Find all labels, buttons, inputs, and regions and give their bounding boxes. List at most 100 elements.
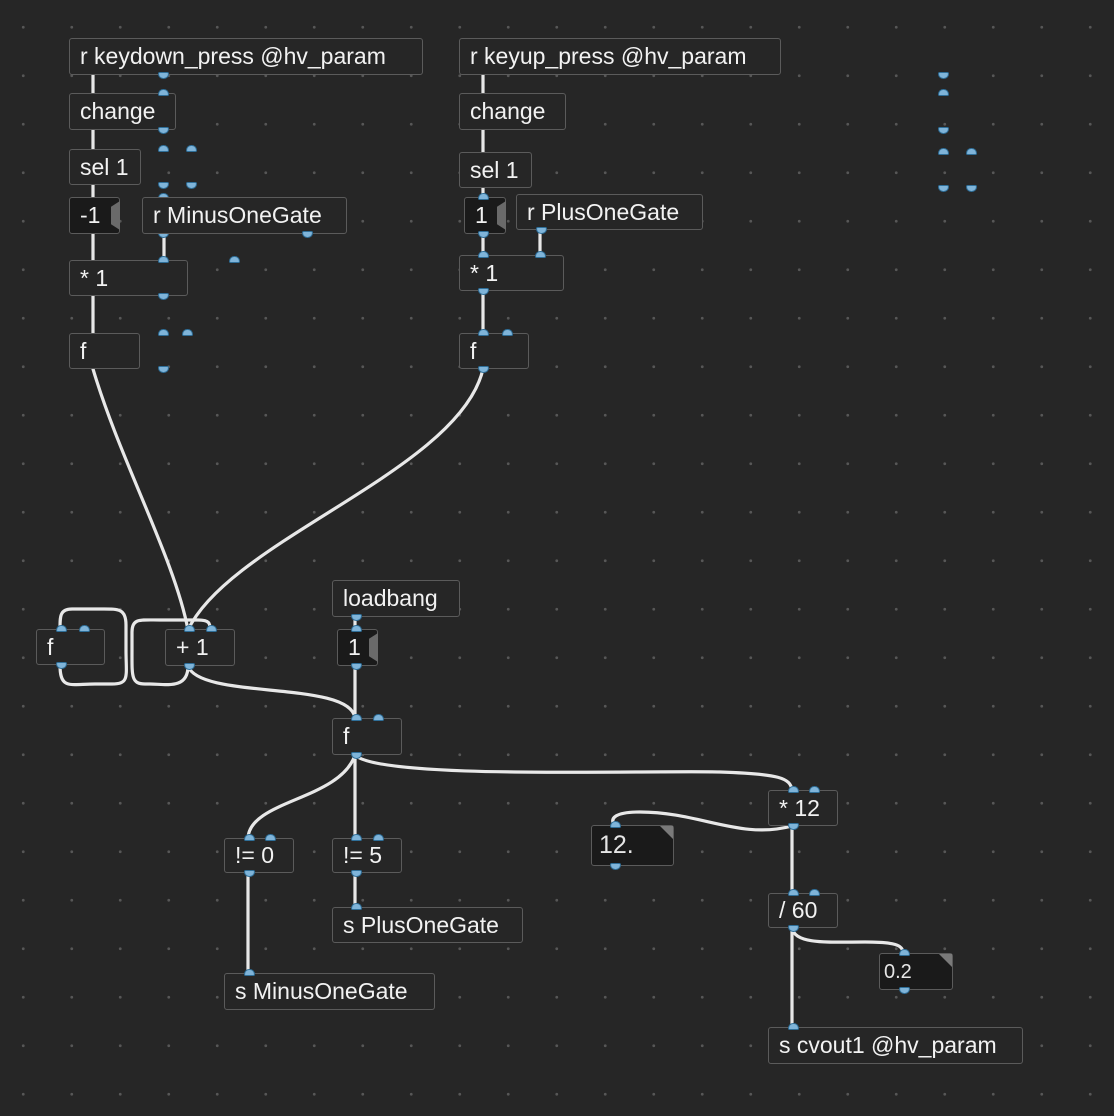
- inlet-port[interactable]: [186, 145, 197, 152]
- inlet-port[interactable]: [182, 329, 193, 336]
- send-plusonegate-object[interactable]: s PlusOneGate: [332, 903, 523, 943]
- outlet-port[interactable]: [351, 614, 362, 621]
- object-label: * 1: [470, 259, 499, 286]
- receive-keydown-object[interactable]: r keydown_press @hv_param: [69, 38, 423, 79]
- inlet-port[interactable]: [351, 714, 362, 721]
- inlet-port[interactable]: [610, 821, 621, 828]
- multiply-object-left[interactable]: * 1: [69, 256, 240, 300]
- send-cvout-object[interactable]: s cvout1 @hv_param: [768, 1023, 1023, 1064]
- object-label: r keydown_press @hv_param: [80, 43, 386, 69]
- inlet-port[interactable]: [265, 834, 276, 841]
- inlet-port[interactable]: [229, 256, 240, 263]
- inlet-port[interactable]: [478, 329, 489, 336]
- outlet-port[interactable]: [158, 182, 169, 189]
- inlet-port[interactable]: [373, 834, 384, 841]
- outlet-port[interactable]: [788, 925, 799, 932]
- outlet-port[interactable]: [899, 987, 910, 994]
- outlet-port[interactable]: [56, 662, 67, 669]
- message-one-right[interactable]: 1: [464, 193, 506, 238]
- outlet-port[interactable]: [186, 182, 197, 189]
- inlet-port[interactable]: [373, 714, 384, 721]
- outlet-port[interactable]: [158, 72, 169, 79]
- divide-sixty-object[interactable]: / 60: [768, 889, 838, 932]
- outlet-port[interactable]: [966, 185, 977, 192]
- outlet-port[interactable]: [158, 366, 169, 373]
- loadbang-object[interactable]: loadbang: [332, 580, 460, 621]
- outlet-port[interactable]: [938, 72, 949, 79]
- number-value: 0.2: [884, 960, 912, 983]
- number-box-output[interactable]: 0.2: [879, 949, 953, 994]
- inlet-port[interactable]: [206, 625, 217, 632]
- outlet-port[interactable]: [478, 366, 489, 373]
- inlet-port[interactable]: [244, 969, 255, 976]
- receive-plusonegate-object[interactable]: r PlusOneGate: [516, 194, 703, 234]
- outlet-port[interactable]: [788, 823, 799, 830]
- outlet-port[interactable]: [244, 870, 255, 877]
- object-label: r keyup_press @hv_param: [470, 43, 747, 69]
- float-accumulator-object[interactable]: f: [36, 625, 105, 669]
- outlet-port[interactable]: [938, 185, 949, 192]
- inlet-port[interactable]: [938, 148, 949, 155]
- outlet-port[interactable]: [302, 231, 313, 238]
- sel-object-right[interactable]: sel 1: [459, 148, 977, 192]
- float-object-left[interactable]: f: [69, 329, 193, 373]
- float-main-object[interactable]: f: [332, 714, 402, 759]
- inlet-port[interactable]: [158, 329, 169, 336]
- send-minusonegate-object[interactable]: s MinusOneGate: [224, 969, 435, 1010]
- object-label: sel 1: [470, 156, 519, 183]
- inlet-port[interactable]: [809, 889, 820, 896]
- change-object-right[interactable]: change: [459, 89, 949, 134]
- inlet-port[interactable]: [158, 89, 169, 96]
- number-box-twelve[interactable]: 12.: [591, 821, 674, 870]
- inlet-port[interactable]: [788, 889, 799, 896]
- float-object-right[interactable]: f: [459, 329, 529, 373]
- inlet-port[interactable]: [966, 148, 977, 155]
- outlet-port[interactable]: [536, 227, 547, 234]
- inlet-port[interactable]: [502, 329, 513, 336]
- receive-keyup-object[interactable]: r keyup_press @hv_param: [459, 38, 949, 79]
- inlet-port[interactable]: [244, 834, 255, 841]
- inlet-port[interactable]: [158, 256, 169, 263]
- outlet-port[interactable]: [184, 663, 195, 670]
- outlet-port[interactable]: [351, 870, 362, 877]
- not-equal-five-object[interactable]: != 5: [332, 834, 402, 877]
- inlet-port[interactable]: [788, 1023, 799, 1030]
- inlet-port[interactable]: [809, 786, 820, 793]
- change-object-left[interactable]: change: [69, 89, 176, 134]
- sel-object-left[interactable]: sel 1: [69, 145, 197, 189]
- inlet-port[interactable]: [478, 193, 489, 200]
- inlet-port[interactable]: [158, 145, 169, 152]
- inlet-port[interactable]: [79, 625, 90, 632]
- outlet-port[interactable]: [351, 663, 362, 670]
- not-equal-zero-object[interactable]: != 0: [224, 834, 294, 877]
- outlet-port[interactable]: [478, 288, 489, 295]
- inlet-port[interactable]: [788, 786, 799, 793]
- message-minus-one[interactable]: -1: [69, 193, 169, 238]
- outlet-port[interactable]: [158, 293, 169, 300]
- outlet-port[interactable]: [610, 863, 621, 870]
- outlet-port[interactable]: [351, 752, 362, 759]
- inlet-port[interactable]: [351, 834, 362, 841]
- message-flag: [497, 201, 506, 230]
- outlet-port[interactable]: [478, 231, 489, 238]
- object-label: f: [80, 337, 87, 364]
- multiply-object-right[interactable]: * 1: [459, 251, 564, 295]
- outlet-port[interactable]: [158, 127, 169, 134]
- outlet-port[interactable]: [938, 127, 949, 134]
- inlet-port[interactable]: [351, 903, 362, 910]
- inlet-port[interactable]: [478, 251, 489, 258]
- object-label: * 12: [779, 794, 820, 821]
- message-one[interactable]: 1: [337, 625, 378, 670]
- multiply-twelve-object[interactable]: * 12: [768, 786, 838, 830]
- plus-one-object[interactable]: + 1: [165, 625, 235, 670]
- inlet-port[interactable]: [535, 251, 546, 258]
- inlet-port[interactable]: [938, 89, 949, 96]
- inlet-port[interactable]: [899, 949, 910, 956]
- inlet-port[interactable]: [56, 625, 67, 632]
- inlet-port[interactable]: [184, 625, 195, 632]
- inlet-port[interactable]: [351, 625, 362, 632]
- receive-minusonegate-object[interactable]: r MinusOneGate: [142, 197, 347, 238]
- object-label: * 1: [80, 264, 109, 291]
- object-label: sel 1: [80, 153, 129, 180]
